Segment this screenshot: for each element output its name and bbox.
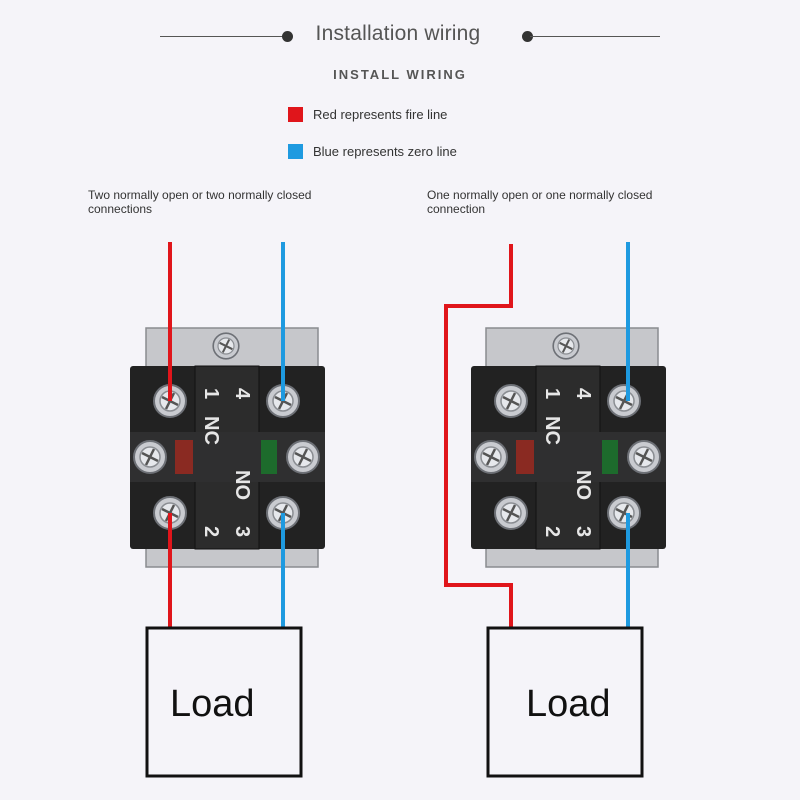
terminal-4-label: 4 [231, 388, 253, 400]
terminal-1-label: 1 [541, 388, 563, 399]
bracket-screw-icon [552, 332, 580, 360]
terminal-2-label: 2 [541, 526, 563, 537]
screw-terminal-1-icon [493, 383, 529, 419]
caption-right: One normally open or one normally closed… [427, 188, 653, 216]
load-label-left: Load [170, 683, 255, 725]
screw-terminal-3-icon [606, 495, 642, 531]
screw-mount-left-icon [473, 439, 509, 475]
no-label: NO [572, 470, 594, 500]
legend-zero-line: Blue represents zero line [288, 144, 457, 159]
nc-label: NC [200, 416, 222, 445]
page-title: Installation wiring [315, 22, 481, 45]
terminal-1-label: 1 [200, 388, 222, 399]
blue-swatch [288, 144, 303, 159]
fire-wire-right-bypass [444, 244, 513, 628]
load-label-right: Load [526, 683, 611, 725]
title-rule-left [160, 36, 286, 37]
title-dot-left [282, 31, 293, 42]
caption-left: Two normally open or two normally closed… [88, 188, 312, 216]
nc-indicator [516, 440, 534, 474]
terminal-4-label: 4 [572, 388, 594, 400]
red-swatch [288, 107, 303, 122]
terminal-3-label: 3 [231, 526, 253, 537]
switch-right: 1 4 NC NO 2 3 [471, 327, 666, 568]
load-box-left [145, 626, 303, 778]
screw-mount-right-icon [626, 439, 662, 475]
title-dot-right [522, 31, 533, 42]
load-box-right [486, 626, 644, 778]
legend-fire-label: Red represents fire line [313, 107, 448, 122]
legend-zero-label: Blue represents zero line [313, 144, 457, 159]
page-subtitle: INSTALL WIRING [333, 67, 467, 82]
title-rule-right [530, 36, 660, 37]
screw-terminal-2-icon [493, 495, 529, 531]
no-label: NO [231, 470, 253, 500]
nc-indicator [175, 440, 193, 474]
screw-mount-left-icon [132, 439, 168, 475]
screw-terminal-4-icon [606, 383, 642, 419]
terminal-3-label: 3 [572, 526, 594, 537]
terminal-2-label: 2 [200, 526, 222, 537]
legend-fire-line: Red represents fire line [288, 107, 447, 122]
nc-label: NC [541, 416, 563, 445]
no-indicator [261, 440, 277, 474]
screw-mount-right-icon [285, 439, 321, 475]
bracket-screw-icon [212, 332, 240, 360]
header: Installation wiring [0, 18, 800, 54]
no-indicator [602, 440, 618, 474]
switch-left: 1 4 NC NO 2 3 [130, 327, 325, 568]
